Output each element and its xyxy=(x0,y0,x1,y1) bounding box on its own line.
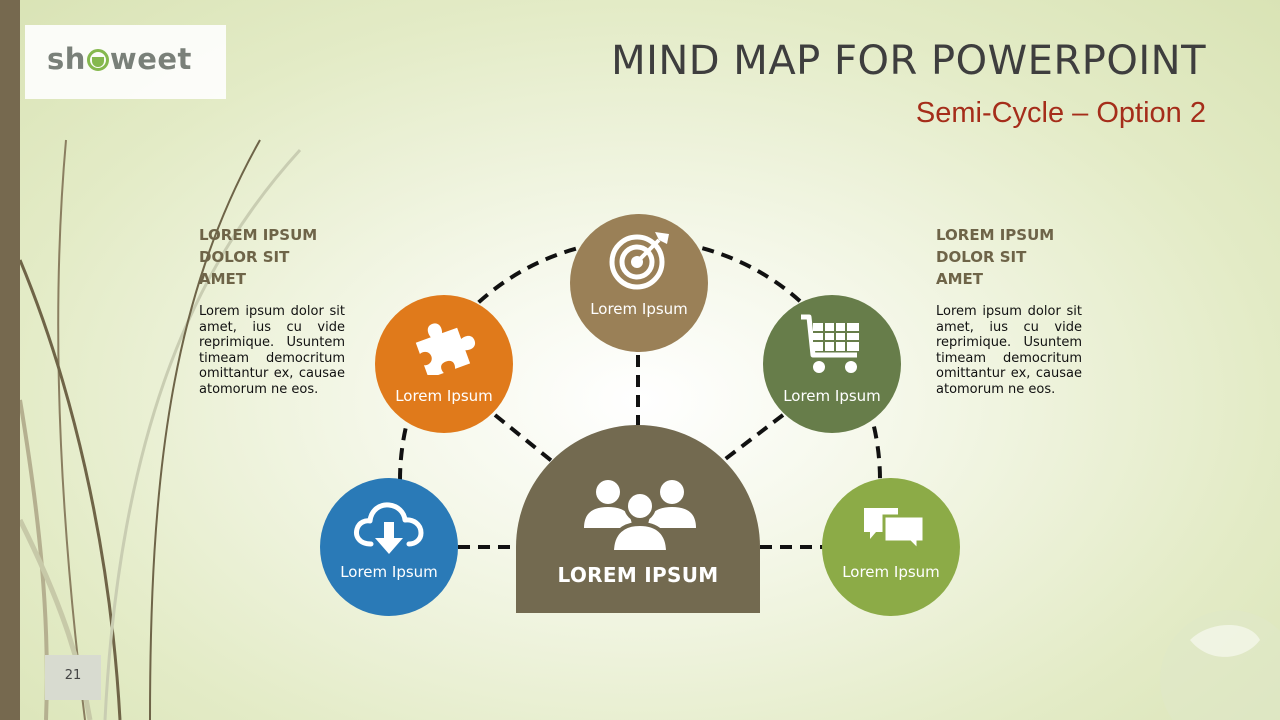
page-number-box: 21 xyxy=(45,655,101,700)
watermark-leaf-icon xyxy=(1160,610,1280,720)
node-cart[interactable]: Lorem Ipsum xyxy=(763,295,901,433)
node-target[interactable]: Lorem Ipsum xyxy=(570,214,708,352)
left-heading-line: LOREM IPSUM xyxy=(199,226,318,244)
right-heading: LOREM IPSUM DOLOR SIT AMET xyxy=(936,224,1086,290)
node-puzzle[interactable]: Lorem Ipsum xyxy=(375,295,513,433)
logo-text-start: sh xyxy=(47,42,86,76)
page-title: MIND MAP FOR POWERPOINT xyxy=(611,38,1206,84)
node-download[interactable]: Lorem Ipsum xyxy=(320,478,458,616)
spoke-upper-left xyxy=(493,413,555,464)
center-node: LOREM IPSUM xyxy=(516,425,760,613)
right-heading-line: AMET xyxy=(936,270,984,288)
people-group-icon xyxy=(584,480,696,552)
left-heading-line: DOLOR SIT xyxy=(199,248,290,266)
node-label: Lorem Ipsum xyxy=(340,563,438,581)
chat-bubbles-icon xyxy=(864,508,926,552)
puzzle-piece-icon xyxy=(415,323,476,375)
left-heading-line: AMET xyxy=(199,270,247,288)
target-arrow-icon xyxy=(609,232,669,290)
left-body-text: Lorem ipsum dolor sit amet, ius cu vide … xyxy=(199,304,345,397)
shopping-cart-icon xyxy=(801,314,859,373)
center-label: LOREM IPSUM xyxy=(557,563,719,587)
node-label: Lorem Ipsum xyxy=(842,563,940,581)
logo-text-end: weet xyxy=(109,42,192,76)
node-chat[interactable]: Lorem Ipsum xyxy=(822,478,960,616)
right-body-text: Lorem ipsum dolor sit amet, ius cu vide … xyxy=(936,304,1082,397)
node-label: Lorem Ipsum xyxy=(590,300,688,318)
cloud-download-icon xyxy=(354,502,424,554)
spoke-upper-right xyxy=(722,413,785,462)
right-heading-line: LOREM IPSUM xyxy=(936,226,1055,244)
node-label: Lorem Ipsum xyxy=(783,387,881,405)
grass-decoration xyxy=(17,139,302,720)
node-label: Lorem Ipsum xyxy=(395,387,493,405)
left-accent-bar xyxy=(0,0,20,720)
page-subtitle: Semi-Cycle – Option 2 xyxy=(915,97,1206,129)
logo-leaf-icon xyxy=(86,49,109,71)
left-heading: LOREM IPSUM DOLOR SIT AMET xyxy=(199,224,349,290)
page-number: 21 xyxy=(64,668,82,683)
right-heading-line: DOLOR SIT xyxy=(936,248,1027,266)
